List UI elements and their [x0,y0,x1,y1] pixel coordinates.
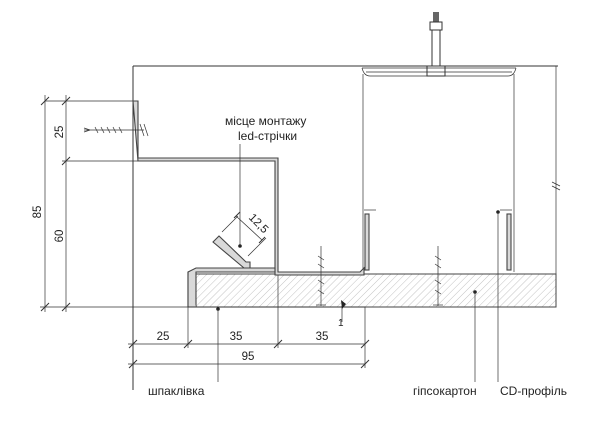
dim-v-total: 85 [32,206,44,219]
ceiling-hanger [361,12,517,77]
drywall-board [195,273,557,308]
shadow-gap-profile [132,100,366,316]
drywall-label: гіпсокартон [413,384,477,398]
dim-v-lower: 60 [54,230,66,243]
dim-gap: 1 [338,318,344,329]
ud-profile [362,74,515,272]
leader-lines [217,144,499,382]
dim-h-right: 35 [316,331,329,343]
dim-h-left: 25 [157,331,170,343]
dim-h-total: 95 [242,351,255,363]
dim-led-width: 12,5 [246,212,270,236]
putty-label: шпаклівка [148,384,205,398]
led-mount-label-line2: led-стрічки [238,129,297,143]
board-screw-1 [316,246,326,306]
cd-profile-label: CD-профіль [500,384,567,398]
wall-ceiling-outline [132,65,561,390]
wall-nail [83,123,149,137]
gap-dimension: 1 [338,300,346,329]
board-screw-2 [433,246,443,306]
dim-v-upper: 25 [54,126,66,139]
screws [83,123,443,311]
led-mount-label-line1: місце монтажу [225,114,306,128]
vertical-dimensions: 85 25 60 [32,95,188,312]
horizontal-dimensions: 25 35 35 95 [128,275,370,369]
dim-h-mid: 35 [230,331,243,343]
